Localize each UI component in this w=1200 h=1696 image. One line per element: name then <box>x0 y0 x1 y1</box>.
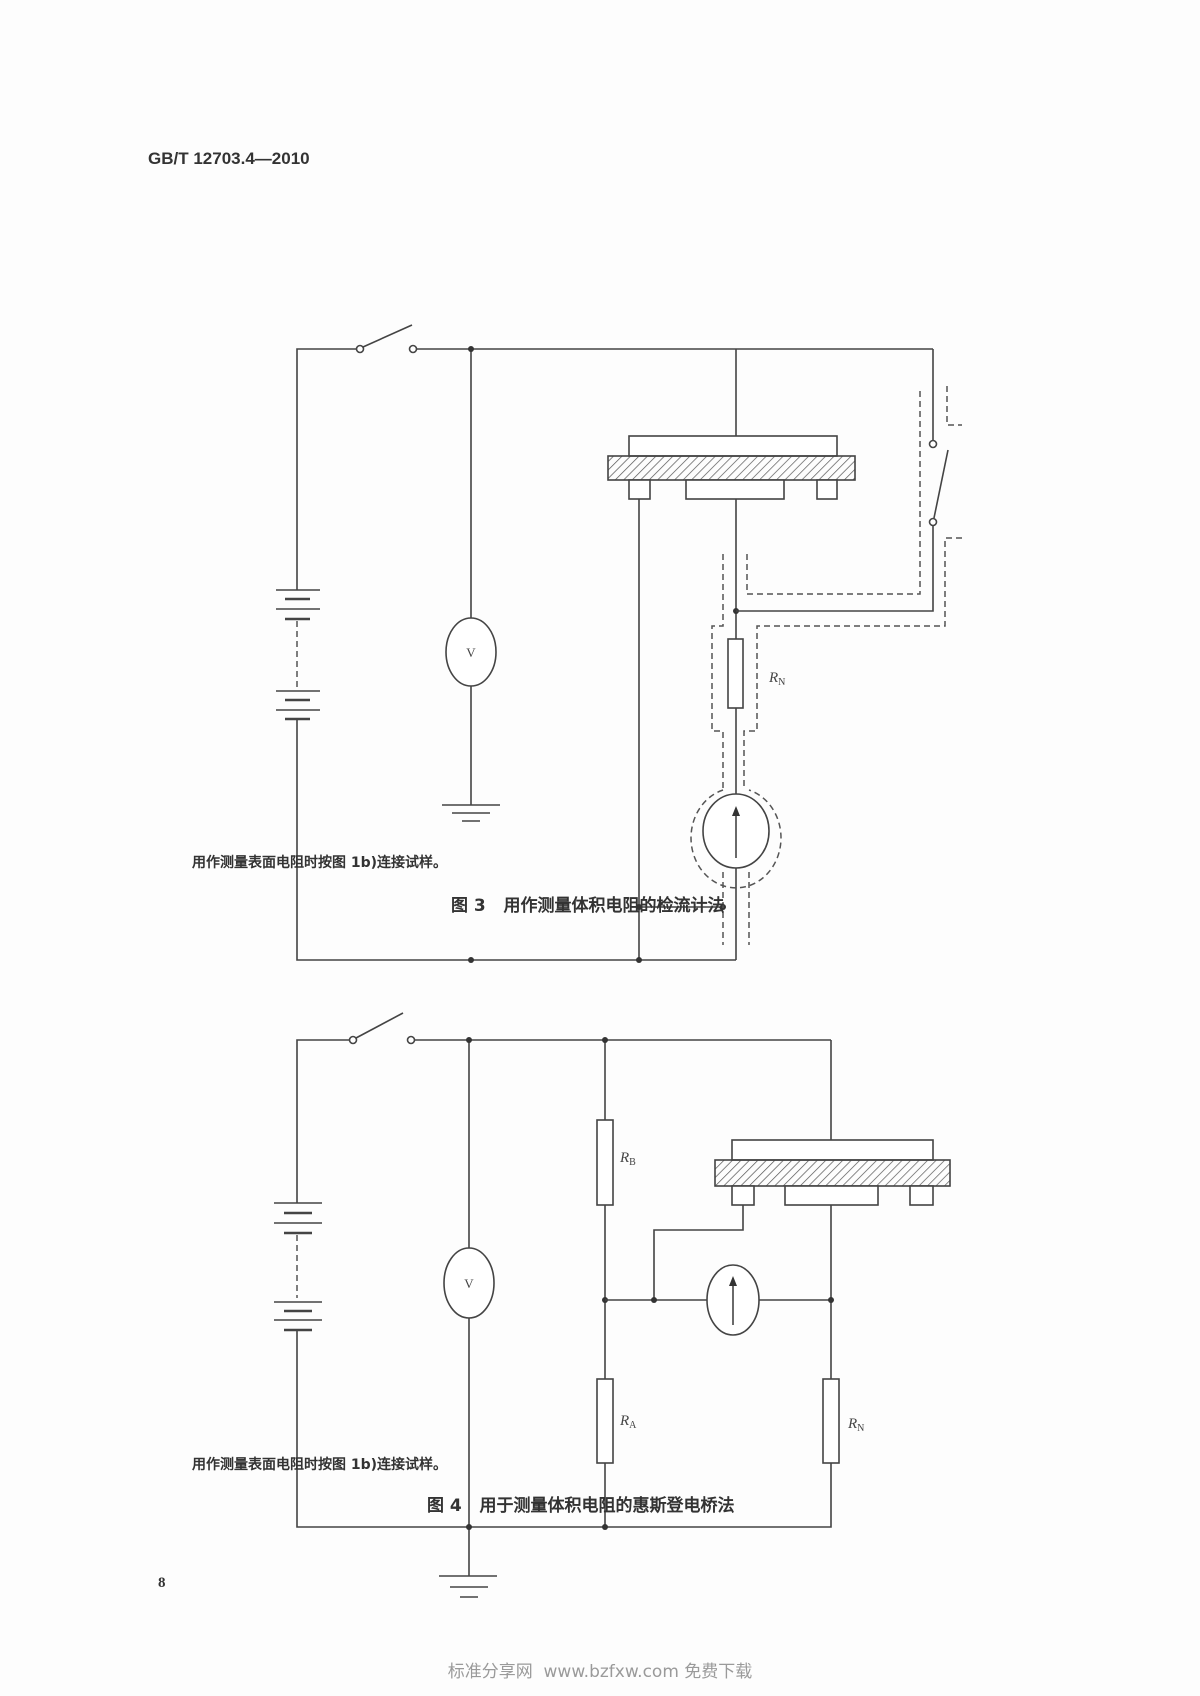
page-number: 8 <box>158 1575 166 1591</box>
wire <box>296 1039 353 1203</box>
resistor-ra <box>596 1378 614 1464</box>
wire <box>296 1330 832 1528</box>
shield-dashed <box>690 386 962 945</box>
figure-3-note: 用作测量表面电阻时按图 1b)连接试样。 <box>192 854 447 871</box>
specimen-electrodes <box>714 1139 951 1206</box>
standard-code: GB/T 12703.4—2010 <box>148 149 310 168</box>
battery-icon <box>274 1202 322 1332</box>
shield-switch-icon <box>928 439 949 527</box>
resistor-rb <box>596 1119 614 1206</box>
figure-3-circuit: V RN <box>276 324 962 963</box>
ra-label: RA <box>619 1413 637 1431</box>
ground-icon <box>439 1575 497 1598</box>
figure-4-note: 用作测量表面电阻时按图 1b)连接试样。 <box>192 1456 447 1473</box>
resistor-rn <box>727 638 744 709</box>
resistor-rn <box>822 1378 840 1464</box>
figure-4-circuit: V RB RA RN <box>274 1012 951 1598</box>
rn-label: RN <box>847 1416 864 1434</box>
wire <box>736 526 934 612</box>
voltmeter-label: V <box>466 645 476 660</box>
wire <box>296 719 736 961</box>
ground-icon <box>442 804 500 822</box>
voltmeter-icon <box>445 617 497 687</box>
footer-watermark: 标准分享网 www.bzfxw.com 免费下载 <box>448 1662 753 1682</box>
figure-4-caption: 图 4 用于测量体积电阻的惠斯登电桥法 <box>427 1495 735 1516</box>
rn-label: RN <box>768 670 785 688</box>
wire <box>296 348 360 590</box>
rb-label: RB <box>619 1150 636 1168</box>
voltmeter-label: V <box>464 1276 474 1291</box>
specimen-electrodes <box>607 435 856 500</box>
switch-icon <box>348 1012 416 1045</box>
wire <box>653 1205 744 1300</box>
figure-3-caption: 图 3 用作测量体积电阻的检流计法 <box>451 895 725 916</box>
voltmeter-icon <box>443 1247 495 1319</box>
switch-icon <box>355 324 418 354</box>
battery-icon <box>276 589 320 721</box>
